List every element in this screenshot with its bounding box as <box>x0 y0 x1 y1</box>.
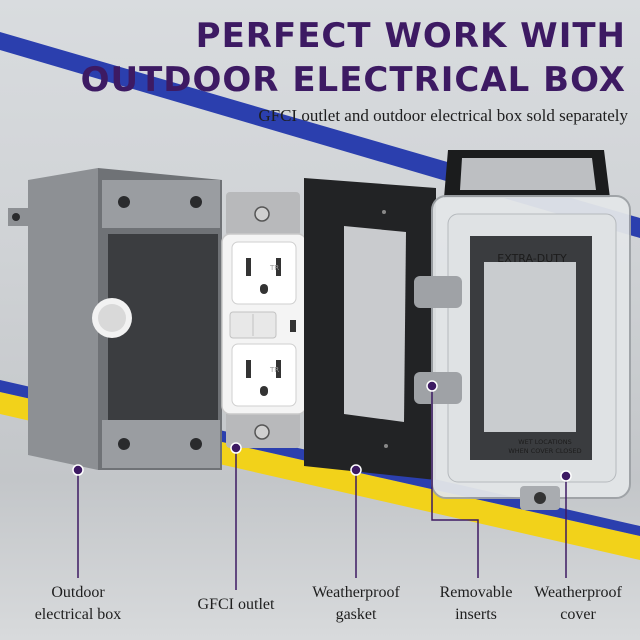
callout-cover: Weatherproof cover <box>520 582 636 626</box>
leader-lines <box>77 386 567 590</box>
leader-dot-inserts <box>426 380 438 392</box>
callout-gasket: Weatherproof gasket <box>296 582 416 626</box>
weatherproof-gasket <box>304 178 436 480</box>
weatherproof-cover: EXTRA-DUTY WET LOCATIONS WHEN COVER CLOS… <box>414 150 631 510</box>
callout-gasket-line2: gasket <box>335 606 377 623</box>
callout-inserts-line2: inserts <box>455 606 497 623</box>
callout-outdoor-box: Outdoor electrical box <box>18 582 138 626</box>
headline: PERFECT WORK WITH OUTDOOR ELECTRICAL BOX <box>81 14 626 102</box>
callout-cover-line2: cover <box>560 606 596 623</box>
outlet-mark-top: TR <box>269 264 279 272</box>
callout-inserts: Removable inserts <box>416 582 536 626</box>
headline-line-1: PERFECT WORK WITH <box>195 16 626 56</box>
callout-gfci-outlet: GFCI outlet <box>176 594 296 616</box>
callout-cover-line1: Weatherproof <box>534 584 622 601</box>
leader-dot-outlet <box>230 442 242 454</box>
subline: GFCI outlet and outdoor electrical box s… <box>258 106 628 125</box>
leader-dot-cover <box>560 470 572 482</box>
leader-dots <box>72 380 572 482</box>
leader-dot-gasket <box>350 464 362 476</box>
callout-gasket-line1: Weatherproof <box>312 584 400 601</box>
outdoor-electrical-box <box>8 168 222 470</box>
leader-line-inserts <box>431 386 479 578</box>
cover-warning-line1: WET LOCATIONS <box>518 438 572 446</box>
cover-warning-line2: WHEN COVER CLOSED <box>508 447 581 455</box>
leader-dot-box <box>72 464 84 476</box>
callout-gfci-outlet-line1: GFCI outlet <box>197 596 275 613</box>
cover-brand-label: EXTRA-DUTY <box>497 252 567 265</box>
callout-inserts-line1: Removable <box>439 584 513 601</box>
gfci-outlet: TR TR <box>221 192 307 448</box>
callout-outdoor-box-line2: electrical box <box>34 606 122 623</box>
callout-outdoor-box-line1: Outdoor <box>51 584 105 601</box>
outlet-mark-bottom: TR <box>269 366 279 374</box>
headline-line-2: OUTDOOR ELECTRICAL BOX <box>80 60 626 100</box>
